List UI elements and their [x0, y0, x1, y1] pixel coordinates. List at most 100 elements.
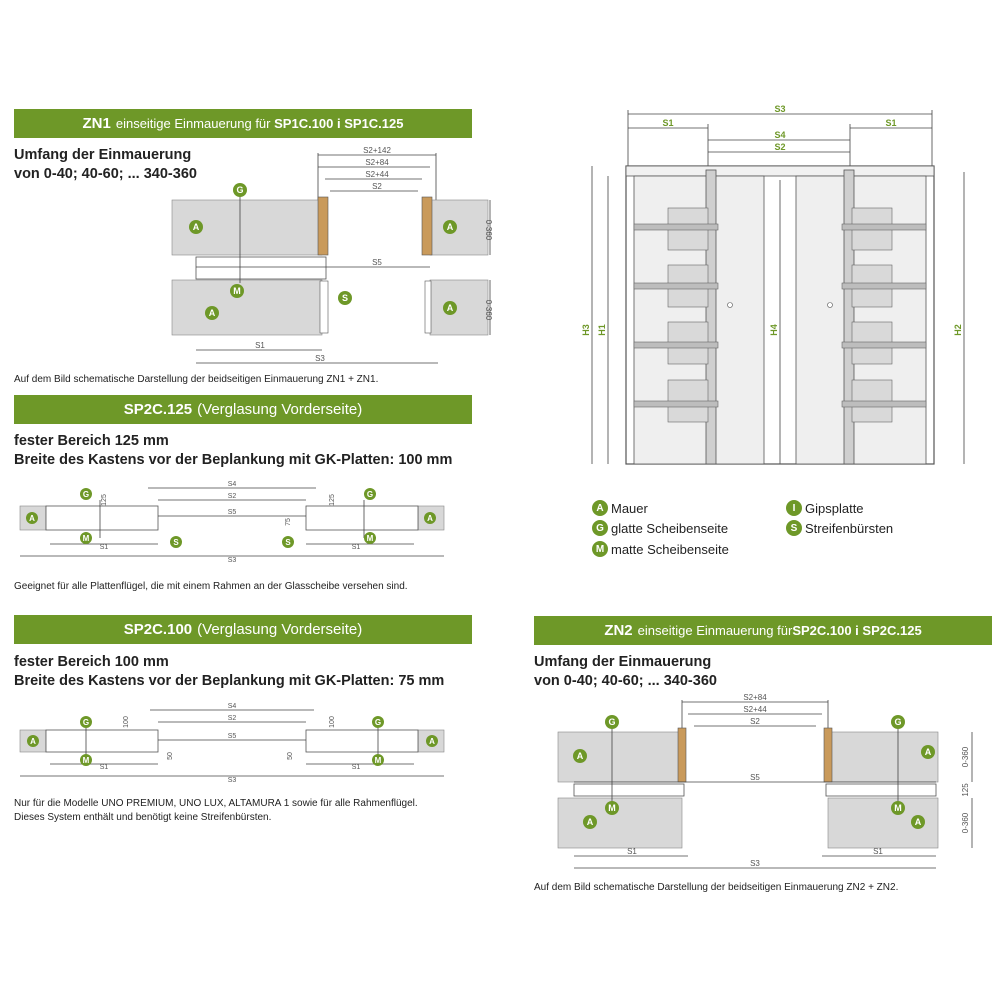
sp2c100-marker-a-right: [426, 735, 438, 747]
legend-label-g: glatte Scheibenseite: [611, 520, 729, 536]
rail-left-4: [633, 400, 719, 408]
zn2-cassette-left: [573, 783, 685, 797]
sp2c125-marker-s-left-label: S: [173, 538, 179, 547]
sp2c100-diagram: S4 S2 S5 S1 S1 S3 100 100 50 50 G G A A …: [19, 703, 445, 784]
door-dim-h4: H4: [769, 324, 779, 336]
zn1-range-bottom: 0-360: [484, 300, 493, 321]
sp2c125-marker-m-left-label: M: [83, 534, 90, 543]
sp2c125-marker-a-left-label: A: [29, 514, 35, 523]
zn1-wall-left-bottom: [171, 279, 323, 336]
zn1-note: Auf dem Bild schematische Darstellung de…: [14, 374, 379, 385]
zn2-marker-m-right: [891, 801, 905, 815]
zn1-heading-line2: von 0-40; 40-60; ... 340-360: [14, 166, 197, 182]
legend-key-i: I: [786, 500, 802, 516]
sp2c125-marker-s-right: [282, 536, 294, 548]
zn2-marker-m-right-label: M: [894, 803, 902, 813]
zn2-marker-g-left: [605, 715, 619, 729]
sp2c125-marker-g-right: [364, 488, 376, 500]
zn1-dim-s2: S2: [372, 182, 382, 191]
zn1-dim-s2-84: S2+84: [365, 158, 389, 167]
zn2-wall-right-top: [827, 731, 939, 783]
sp2c125-title-rest: (Verglasung Vorderseite): [197, 401, 363, 418]
sp2c125-box-left: [45, 505, 159, 531]
sp2c100-dim-100-left: 100: [123, 716, 130, 728]
legend-item-s: S Streifenbürsten: [786, 520, 893, 536]
sp2c125-marker-m-right-label: M: [367, 534, 374, 543]
zn1-marker-a-bottom-label: A: [209, 308, 216, 318]
door-dim-h1: H1: [597, 324, 607, 336]
zn1-marker-a-right-top: [443, 220, 457, 234]
sp2c125-heading-line2: Breite des Kastens vor der Beplankung mi…: [14, 452, 453, 468]
zn1-marker-m-label: M: [233, 286, 241, 296]
sp2c125-diagram: S4 S2 S5 S1 S1 S3 125 125 75 G G A A M M…: [19, 481, 445, 564]
sp2c125-marker-g-left: [80, 488, 92, 500]
zn2-heading: Umfang der Einmauerung von 0-40; 40-60; …: [534, 653, 717, 691]
zn2-marker-g-right: [891, 715, 905, 729]
sp2c100-marker-m-right-label: M: [375, 756, 382, 765]
door-jamb-left: [705, 169, 717, 465]
zn1-marker-s: [338, 291, 352, 305]
rail-left-3: [633, 341, 719, 349]
zn2-marker-a-right-bottom-label: A: [915, 817, 922, 827]
zn1-marker-g-label: G: [236, 185, 243, 195]
sp2c125-dim-s1-right: S1: [352, 544, 361, 551]
sp2c125-marker-m-left: [80, 532, 92, 544]
zn1-diagram: S2+142 S2+84 S2+44 S2 S5 S1 S3 0-360 0-3…: [171, 146, 493, 364]
zn1-dim-s2-142: S2+142: [363, 146, 391, 155]
sp2c100-marker-m-left-label: M: [83, 756, 90, 765]
door-header: [625, 165, 935, 177]
zn1-wall-right-bottom: [429, 279, 489, 336]
legend-key-g: G: [592, 520, 608, 536]
zn1-dim-s5: S5: [372, 258, 382, 267]
zn2-dim-s3: S3: [750, 859, 760, 868]
zn2-marker-g-right-label: G: [894, 717, 901, 727]
zn1-panel-lower-right: [424, 280, 432, 334]
zn2-dim-s2-84: S2+84: [743, 693, 767, 702]
zn2-diagram: S2+84 S2+44 S2 S5 S1 S1 S3 0-360 125 0-3…: [557, 693, 973, 869]
zn1-dim-s3: S3: [315, 354, 325, 363]
sp2c125-marker-m-right: [364, 532, 376, 544]
sp2c125-dim-125-left: 125: [101, 494, 108, 506]
zn2-marker-a-right-top-label: A: [925, 747, 932, 757]
door-dim-h3: H3: [581, 324, 591, 336]
sp2c100-heading-line1: fester Bereich 100 mm: [14, 654, 169, 670]
zn2-dim-125: 125: [961, 783, 970, 797]
legend-label-s: Streifenbürsten: [805, 520, 894, 536]
door-elevation: S3 S1 S1 S4 S2 H3 H1 H4 H2: [581, 104, 965, 465]
sp2c125-title-code: SP2C.125: [123, 401, 193, 418]
zn2-marker-a-left-top-label: A: [577, 751, 584, 761]
zn2-heading-line1: Umfang der Einmauerung: [534, 654, 712, 670]
door-dim-s3: S3: [774, 104, 785, 114]
zn2-marker-a-right-bottom: [911, 815, 925, 829]
sp2c125-dim-75: 75: [285, 518, 292, 526]
legend-key-m: M: [592, 541, 608, 557]
sp2c100-marker-m-right: [372, 754, 384, 766]
sp2c125-dim-s3: S3: [228, 557, 237, 564]
zn1-frame-right: [421, 196, 433, 256]
sp2c100-heading-line2: Breite des Kastens vor der Beplankung mi…: [14, 673, 445, 689]
sp2c125-marker-s-right-label: S: [285, 538, 291, 547]
zn2-heading-line2: von 0-40; 40-60; ... 340-360: [534, 673, 717, 689]
sp2c125-dim-s4: S4: [228, 481, 237, 488]
legend-item-i: I Gipsplatte: [786, 500, 864, 516]
zn2-cassette-right: [825, 783, 937, 797]
zn1-marker-a-right-top-label: A: [447, 222, 454, 232]
zn2-dim-s2: S2: [750, 717, 760, 726]
legend-label-a: Mauer: [611, 500, 648, 516]
sp2c100-dim-s2: S2: [228, 715, 237, 722]
zn2-range-top: 0-360: [961, 746, 970, 767]
legend-label-m: matte Scheibenseite: [611, 541, 729, 557]
zn2-frame-left: [677, 727, 687, 783]
legend-item-m: M matte Scheibenseite: [592, 541, 729, 557]
sp2c100-marker-g-right: [372, 716, 384, 728]
rail-left-2: [633, 282, 719, 290]
sp2c125-dim-s1-left: S1: [100, 544, 109, 551]
zn1-banner-models: SP1C.100 i SP1C.125: [274, 116, 404, 131]
sp2c125-marker-a-right-label: A: [427, 514, 433, 523]
zn2-banner-text: einseitige Einmauerung für: [637, 623, 793, 638]
legend-label-i: Gipsplatte: [805, 500, 864, 516]
legend-item-a: A Mauer: [592, 500, 648, 516]
sp2c100-note-line2: Dieses System enthält und benötigt keine…: [14, 812, 272, 823]
zn1-dim-s2-44: S2+44: [365, 170, 389, 179]
